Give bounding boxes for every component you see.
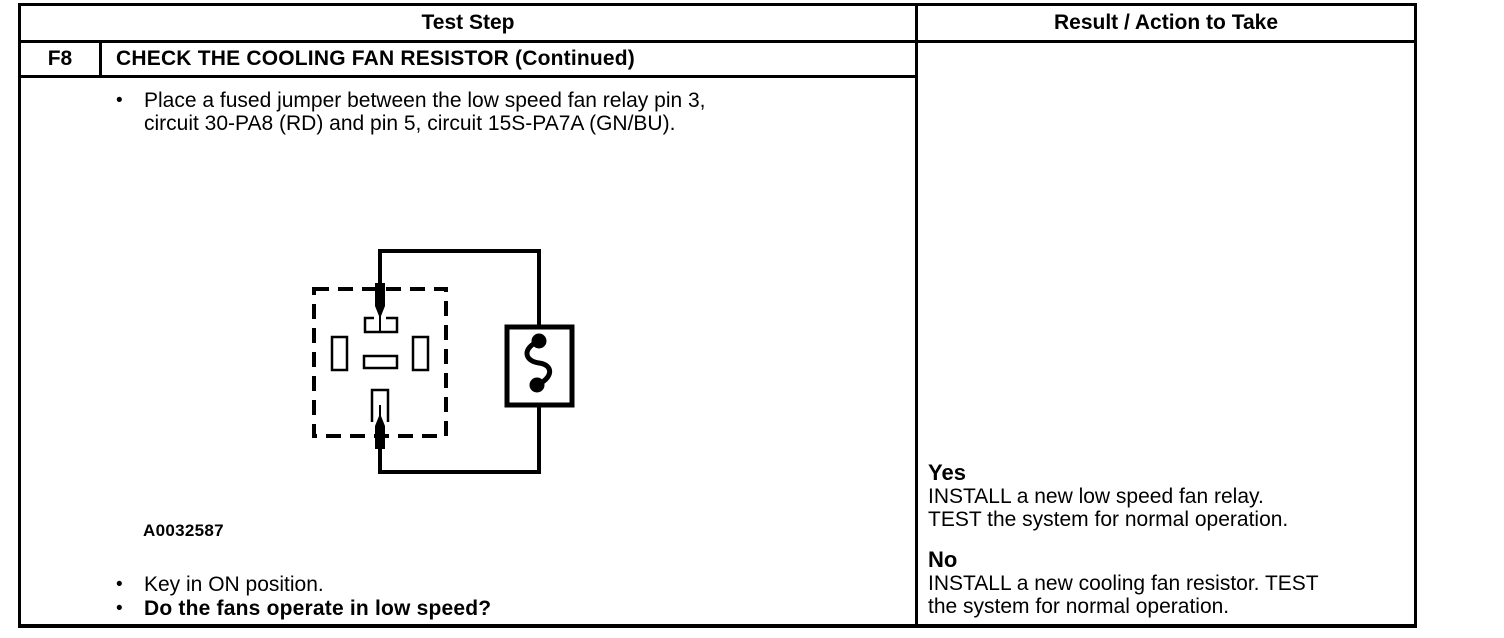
test-probe-top: [375, 283, 385, 331]
fuse-terminal-top: [531, 333, 547, 349]
check-list: • Key in ON position. • Do the fans oper…: [116, 573, 905, 621]
jumper-wire-bottom: [378, 388, 541, 474]
test-step-column: F8 CHECK THE COOLING FAN RESISTOR (Conti…: [21, 43, 918, 624]
instruction-line: circuit 30-PA8 (RD) and pin 5, circuit 1…: [144, 112, 676, 135]
relay-pin-slot-bottom: [370, 388, 390, 422]
instruction-text: Place a fused jumper between the low spe…: [144, 89, 706, 135]
relay-pin-slot-right: [411, 335, 430, 372]
check-item: • Do the fans operate in low speed?: [116, 597, 905, 621]
check-text: Key in ON position.: [144, 573, 324, 596]
step-title: CHECK THE COOLING FAN RESISTOR (Continue…: [116, 47, 636, 70]
result-block-no: No INSTALL a new cooling fan resistor. T…: [928, 547, 1406, 618]
step-header-row: F8 CHECK THE COOLING FAN RESISTOR (Conti…: [21, 43, 915, 78]
relay-pin-slot-left: [330, 335, 349, 372]
check-question: Do the fans operate in low speed?: [144, 597, 492, 620]
result-actions: Yes INSTALL a new low speed fan relay. T…: [928, 460, 1406, 618]
result-action-line: INSTALL a new low speed fan relay.: [928, 485, 1264, 508]
bullet-icon: •: [116, 598, 123, 619]
result-answer: Yes: [928, 460, 966, 485]
result-answer: No: [928, 547, 958, 572]
column-header-test-step: Test Step: [21, 6, 918, 40]
fuse-terminal-bottom: [529, 377, 545, 393]
table-body-row: F8 CHECK THE COOLING FAN RESISTOR (Conti…: [21, 43, 1414, 624]
jumper-wire-top: [378, 249, 541, 338]
pinpoint-test-table: Test Step Result / Action to Take F8 CHE…: [18, 3, 1417, 628]
instruction-line: Place a fused jumper between the low spe…: [144, 89, 706, 112]
test-probe-bottom: [375, 405, 385, 449]
check-item: • Key in ON position.: [116, 573, 905, 597]
relay-pin-slot-middle: [362, 354, 399, 370]
relay-pin-slot-top: [363, 316, 399, 334]
figure-label: A0032587: [143, 521, 224, 540]
result-action-line: INSTALL a new cooling fan resistor. TEST: [928, 572, 1319, 595]
bullet-icon: •: [116, 90, 123, 111]
result-action-line: the system for normal operation.: [928, 595, 1230, 618]
fuse-s-curve: [524, 338, 553, 388]
result-action-column: Yes INSTALL a new low speed fan relay. T…: [918, 43, 1414, 624]
step-content-cell: • Place a fused jumper between the low s…: [21, 78, 915, 624]
column-header-result-action: Result / Action to Take: [1053, 11, 1279, 34]
result-action-line: TEST the system for normal operation.: [928, 508, 1289, 531]
instruction-bullet: • Place a fused jumper between the low s…: [116, 89, 905, 135]
table-header-row: Test Step Result / Action to Take: [21, 6, 1414, 43]
step-id: F8: [21, 43, 102, 75]
bullet-icon: •: [116, 574, 123, 595]
result-block-yes: Yes INSTALL a new low speed fan relay. T…: [928, 460, 1406, 531]
fused-jumper-relay-diagram: [312, 249, 575, 474]
